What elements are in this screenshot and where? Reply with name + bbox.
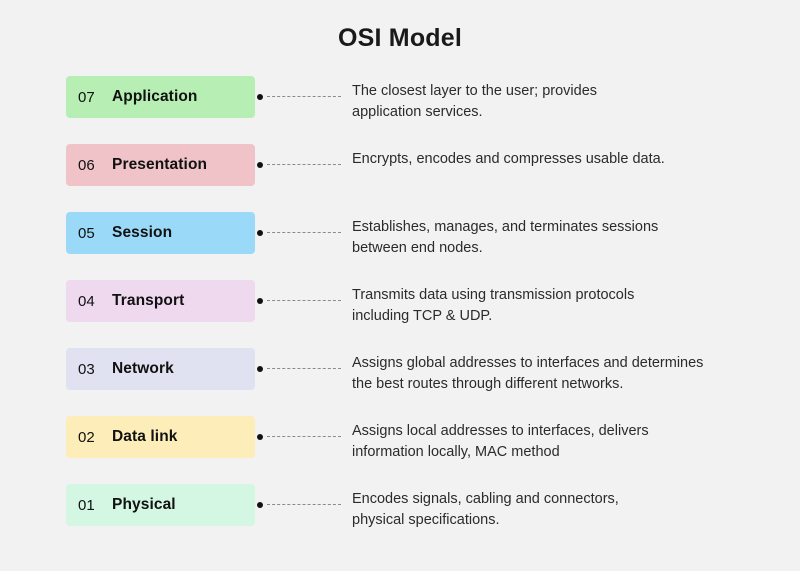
layer-row: 02 Data link Assigns local addresses to in… (0, 416, 800, 484)
connector (257, 365, 343, 373)
layer-number: 03 (78, 360, 95, 378)
layer-name: Network (112, 360, 174, 377)
connector-dashed-line (267, 232, 341, 233)
layer-list: 07 Application The closest layer to the us… (0, 76, 800, 552)
connector-dashed-line (267, 96, 341, 97)
layer-row: 01 Physical Encodes signals, cabling and c… (0, 484, 800, 552)
layer-row: 04 Transport Transmits data using transmis… (0, 280, 800, 348)
layer-row: 06 Presentation Encrypts, encodes and comp… (0, 144, 800, 212)
page-title: OSI Model (337, 24, 463, 52)
layer-description-line: Transmits data using transmission protoc… (352, 287, 635, 303)
layer-bar-session[interactable]: 05 Session (66, 212, 255, 254)
layer-description-line: the best routes through different networ… (352, 375, 624, 392)
connector-dashed-line (267, 368, 341, 369)
layer-description-line: application services. (352, 103, 483, 120)
connector-dashed-line (267, 436, 341, 437)
layer-description-line: Assigns global addresses to interfaces a… (352, 355, 704, 371)
layer-row: 03 Network Assigns global addresses to int… (0, 348, 800, 416)
connector-dot-icon (257, 366, 263, 372)
connector-dot-icon (257, 230, 263, 236)
layer-description-line: Encodes signals, cabling and connectors, (352, 491, 619, 507)
layer-bar-physical[interactable]: 01 Physical (66, 484, 255, 526)
layer-name: Data link (112, 428, 178, 445)
layer-description: Establishes, manages, and terminates ses… (352, 217, 782, 258)
layer-row: 07 Application The closest layer to the us… (0, 76, 800, 144)
layer-description: Encodes signals, cabling and connectors,… (352, 489, 782, 530)
layer-name: Transport (112, 292, 185, 309)
layer-description-line: Establishes, manages, and terminates ses… (352, 219, 659, 235)
connector-dot-icon (257, 162, 263, 168)
connector-dot-icon (257, 298, 263, 304)
layer-description-line: Encrypts, encodes and compresses usable … (352, 151, 665, 167)
layer-description: The closest layer to the user; provides a… (352, 81, 782, 122)
layer-number: 06 (78, 156, 95, 174)
connector (257, 433, 343, 441)
layer-name: Session (112, 224, 173, 241)
layer-description: Assigns local addresses to interfaces, d… (352, 421, 782, 462)
layer-description: Transmits data using transmission protoc… (352, 285, 782, 326)
connector-dot-icon (257, 434, 263, 440)
layer-number: 02 (78, 428, 95, 446)
layer-bar-data-link[interactable]: 02 Data link (66, 416, 255, 458)
layer-row: 05 Session Establishes, manages, and termi… (0, 212, 800, 280)
layer-number: 07 (78, 88, 95, 106)
connector (257, 229, 343, 237)
layer-description: Assigns global addresses to interfaces a… (352, 353, 782, 394)
connector-dashed-line (267, 300, 341, 301)
layer-description-line: The closest layer to the user; provides (352, 83, 598, 99)
layer-number: 04 (78, 292, 95, 310)
layer-name: Application (112, 88, 198, 105)
layer-description: Encrypts, encodes and compresses usable … (352, 149, 782, 170)
layer-description-line: information locally, MAC method (352, 443, 560, 460)
layer-bar-application[interactable]: 07 Application (66, 76, 255, 118)
connector-dashed-line (267, 504, 341, 505)
connector-dashed-line (267, 164, 341, 165)
connector (257, 93, 343, 101)
connector (257, 297, 343, 305)
connector-dot-icon (257, 94, 263, 100)
connector (257, 501, 343, 509)
layer-name: Physical (112, 496, 176, 513)
layer-description-line: including TCP & UDP. (352, 307, 493, 324)
layer-number: 05 (78, 224, 95, 242)
layer-number: 01 (78, 496, 95, 514)
layer-bar-presentation[interactable]: 06 Presentation (66, 144, 255, 186)
layer-name: Presentation (112, 156, 208, 173)
layer-bar-transport[interactable]: 04 Transport (66, 280, 255, 322)
layer-description-line: physical specifications. (352, 511, 500, 528)
connector (257, 161, 343, 169)
connector-dot-icon (257, 502, 263, 508)
layer-description-line: Assigns local addresses to interfaces, d… (352, 423, 649, 439)
layer-description-line: between end nodes. (352, 239, 483, 256)
layer-bar-network[interactable]: 03 Network (66, 348, 255, 390)
